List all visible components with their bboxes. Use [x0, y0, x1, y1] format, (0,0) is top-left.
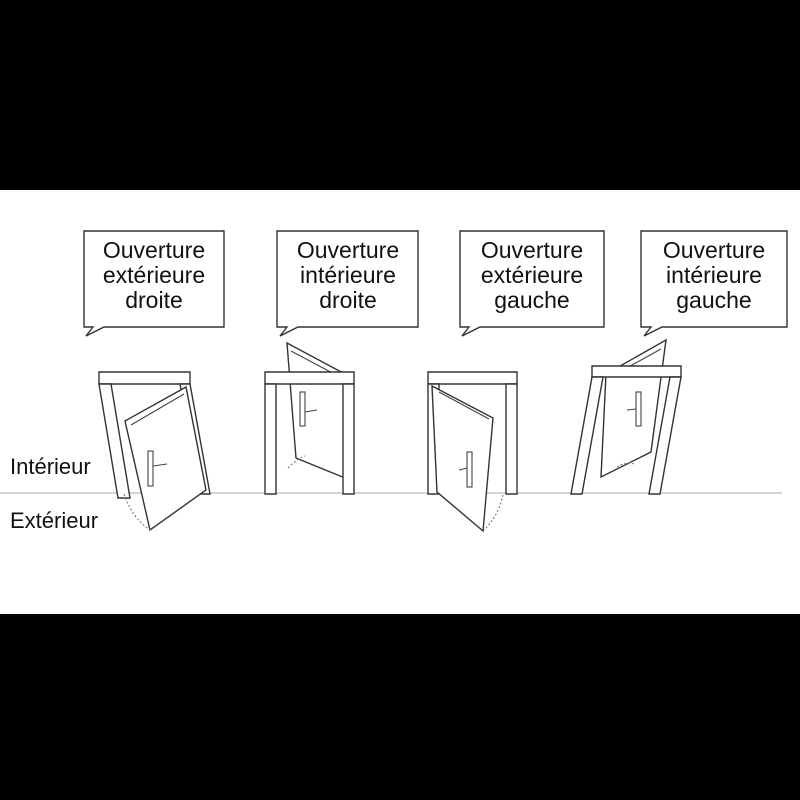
door-4-swing-arc — [616, 462, 635, 468]
door-1-label-line1: Ouverture — [103, 237, 205, 263]
door-1-leaf — [124, 385, 207, 532]
door-4-frame — [570, 365, 682, 495]
interior-label: Intérieur — [10, 454, 91, 479]
door-1-label-line3: droite — [125, 287, 183, 313]
door-2-label-line3: droite — [319, 287, 377, 313]
door-3-leaf — [431, 384, 494, 533]
door-2-inward-right: Ouverture intérieure droite — [264, 230, 419, 495]
door-3-label-line1: Ouverture — [481, 237, 583, 263]
top-black-band — [0, 0, 800, 190]
door-1-label-line2: extérieure — [103, 262, 205, 288]
door-1-callout: Ouverture extérieure droite — [83, 230, 225, 337]
bottom-black-band — [0, 614, 800, 800]
door-3-swing-arc — [482, 494, 504, 532]
door-2-callout: Ouverture intérieure droite — [276, 230, 419, 337]
door-2-swing-arc — [287, 455, 306, 469]
door-4-callout: Ouverture intérieure gauche — [640, 230, 788, 337]
door-2-label-line1: Ouverture — [297, 237, 399, 263]
door-3-label-line3: gauche — [494, 287, 569, 313]
door-4-label-line3: gauche — [676, 287, 751, 313]
door-4-label-line1: Ouverture — [663, 237, 765, 263]
exterior-label: Extérieur — [10, 508, 98, 533]
door-4-inward-left: Ouverture intérieure gauche — [570, 230, 788, 495]
diagram-panel: Intérieur Extérieur Ouverture extérieure… — [0, 190, 800, 614]
door-2-label-line2: intérieure — [300, 262, 396, 288]
door-2-frame — [264, 371, 355, 495]
door-3-outward-left: Ouverture extérieure gauche — [427, 230, 605, 533]
door-1-outward-right: Ouverture extérieure droite — [83, 230, 225, 532]
door-3-callout: Ouverture extérieure gauche — [459, 230, 605, 337]
door-4-label-line2: intérieure — [666, 262, 762, 288]
door-3-label-line2: extérieure — [481, 262, 583, 288]
door-1-swing-arc — [123, 493, 151, 531]
door-opening-diagram: Intérieur Extérieur Ouverture extérieure… — [0, 230, 788, 533]
